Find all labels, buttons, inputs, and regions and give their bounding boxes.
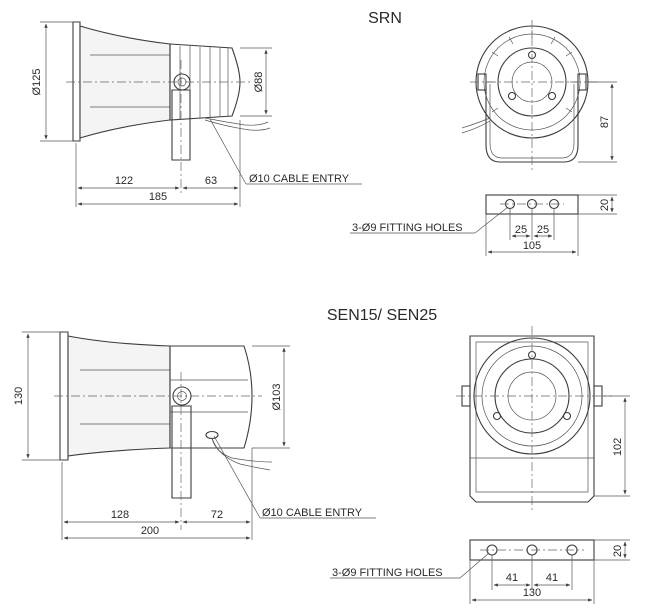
srn-dimensions: Ø125 Ø88 122 63 185 Ø10 CABLE ENTRY (31, 21, 362, 207)
sen-len-72: 72 (211, 509, 223, 521)
sen-front-dimensions: 102 (594, 395, 630, 497)
sen-hole-spacing-2: 41 (546, 572, 558, 584)
srn-front-view (461, 20, 600, 170)
sen-len-200: 200 (141, 525, 159, 537)
srn-title: SRN (368, 10, 402, 27)
srn-fitting-holes: 3-Ø9 FITTING HOLES (352, 222, 463, 234)
sen-dia-103: Ø103 (271, 384, 283, 411)
sen-bracket-width-130: 130 (523, 587, 541, 599)
srn-bracket-thick-20: 20 (599, 199, 611, 211)
srn-dia-125: Ø125 (31, 69, 43, 96)
sen-bracket-plan: 20 41 41 130 3-Ø9 FITTING HOLES (330, 539, 630, 604)
sen-title: SEN15/ SEN25 (327, 307, 437, 324)
srn-side-view (66, 21, 271, 195)
sen-side-view (54, 331, 273, 530)
srn-hole-spacing-2: 25 (537, 224, 549, 236)
sen-height-102: 102 (612, 438, 624, 456)
srn-dia-88: Ø88 (253, 72, 265, 93)
sen-hole-spacing-1: 41 (506, 572, 518, 584)
sen-len-128: 128 (111, 509, 129, 521)
sen-fitting-holes: 3-Ø9 FITTING HOLES (332, 567, 443, 579)
sen-front-view (456, 326, 612, 512)
srn-hole-spacing-1: 25 (515, 224, 527, 236)
srn-len-122: 122 (115, 175, 133, 187)
srn-len-63: 63 (205, 175, 217, 187)
srn-height-87: 87 (599, 116, 611, 128)
sen-bracket-thick-20: 20 (612, 545, 624, 557)
sen-dia-130: 130 (13, 387, 25, 405)
sen-cable-entry: Ø10 CABLE ENTRY (262, 507, 363, 519)
srn-bracket-plan: 20 25 25 105 3-Ø9 FITTING HOLES (350, 194, 617, 256)
srn-len-185: 185 (149, 191, 167, 203)
srn-bracket-width-105: 105 (523, 240, 541, 252)
srn-cable-entry: Ø10 CABLE ENTRY (249, 173, 350, 185)
srn-front-dimensions: 87 (578, 81, 617, 163)
sen-dimensions: 130 Ø103 128 72 200 Ø10 CABLE ENTRY (13, 331, 376, 540)
